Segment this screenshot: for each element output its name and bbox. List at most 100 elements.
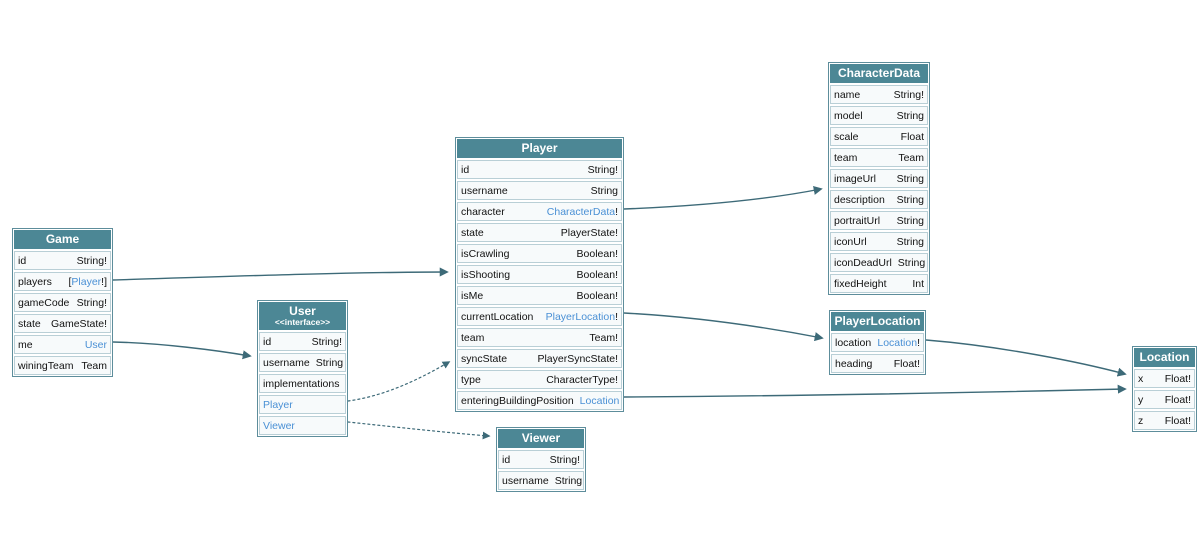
type-link[interactable]: User: [84, 338, 107, 351]
field-type: String!: [312, 336, 342, 348]
type-plain: Float!: [893, 357, 920, 370]
type-plain: String!: [893, 88, 924, 101]
type-plain: Boolean!: [576, 268, 618, 281]
table-title: PlayerLocation: [834, 314, 921, 328]
field-type: String: [897, 215, 924, 227]
table-subtitle: <<interface>>: [274, 317, 331, 327]
field-type: String: [591, 185, 618, 197]
implementation-link[interactable]: Viewer: [263, 419, 295, 432]
type-link[interactable]: CharacterData: [546, 205, 616, 218]
type-link[interactable]: Location: [579, 394, 620, 407]
table-header-viewer[interactable]: Viewer: [498, 429, 584, 448]
field-row-enteringBuildingPosition[interactable]: enteringBuildingPosition Location: [457, 391, 622, 410]
field-type: String: [897, 236, 924, 248]
field-name: winingTeam: [18, 359, 74, 372]
field-name: imageUrl: [834, 172, 877, 185]
implementation-row-player[interactable]: Player: [259, 395, 346, 414]
field-type: [Player!]: [68, 276, 107, 288]
implementation-link[interactable]: Player: [263, 398, 293, 411]
edge-player-character-to-characterdata: [623, 185, 823, 210]
type-suffix: !: [615, 310, 618, 323]
field-name: z: [1138, 414, 1144, 427]
field-type: Boolean!: [577, 269, 618, 281]
table-title: User: [289, 304, 316, 318]
type-suffix: !]: [101, 275, 107, 288]
field-name: isCrawling: [461, 247, 510, 260]
field-name: state: [461, 226, 484, 239]
implementation-row-viewer[interactable]: Viewer: [259, 416, 346, 435]
field-type: PlayerSyncState!: [537, 353, 618, 365]
field-name: players: [18, 275, 52, 288]
type-plain: String: [554, 474, 583, 487]
type-plain: CharacterType!: [546, 373, 618, 386]
type-link[interactable]: PlayerLocation: [545, 310, 616, 323]
field-row-players[interactable]: players [Player!]: [14, 272, 111, 291]
type-plain: Team: [81, 359, 107, 372]
field-type: Float!: [894, 358, 920, 370]
type-link[interactable]: Location: [877, 336, 918, 349]
field-name: id: [502, 453, 511, 466]
field-row-syncState[interactable]: syncState PlayerSyncState!: [457, 349, 622, 368]
type-link[interactable]: Player: [71, 275, 102, 288]
field-row-winingTeam[interactable]: winingTeam Team: [14, 356, 111, 375]
field-row-gameCode[interactable]: gameCode String!: [14, 293, 111, 312]
field-name: name: [834, 88, 861, 101]
table-header-location[interactable]: Location: [1134, 348, 1195, 367]
type-plain: String!: [76, 254, 107, 267]
field-name: syncState: [461, 352, 508, 365]
table-header-player[interactable]: Player: [457, 139, 622, 158]
table-header-playerlocation[interactable]: PlayerLocation: [831, 312, 924, 331]
field-name: gameCode: [18, 296, 70, 309]
edge-user-viewer-implementation: [347, 421, 491, 440]
type-plain: String: [896, 235, 924, 248]
table-header-characterdata[interactable]: CharacterData: [830, 64, 928, 83]
field-row-name[interactable]: name String!: [830, 85, 928, 104]
field-type: CharacterData!: [547, 206, 618, 218]
field-name: enteringBuildingPosition: [461, 394, 574, 407]
field-name: isMe: [461, 289, 484, 302]
field-type: String!: [77, 297, 107, 309]
table-header-user[interactable]: User<<interface>>: [259, 302, 346, 330]
table-header-game[interactable]: Game: [14, 230, 111, 249]
field-name: iconDeadUrl: [834, 256, 892, 269]
